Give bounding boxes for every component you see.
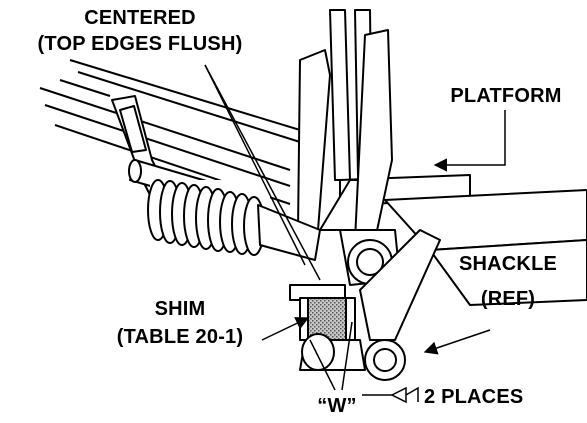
label-shackle-ref: (REF): [481, 288, 535, 310]
shackle-link: [359, 229, 441, 341]
label-centered: CENTERED: [84, 7, 196, 29]
guide-rails: [39, 59, 301, 205]
platform-upright: [329, 9, 351, 181]
label-shackle: SHACKLE: [459, 253, 557, 275]
weld-symbol: [390, 386, 419, 404]
label-shim: SHIM: [155, 298, 206, 320]
right-arm: [354, 29, 393, 241]
leader-lines: [204, 64, 506, 396]
label-shim-table: (TABLE 20-1): [117, 326, 243, 348]
label-weld-places: 2 PLACES: [424, 386, 523, 408]
label-weld-size: “W”: [317, 395, 356, 417]
label-platform: PLATFORM: [450, 85, 561, 107]
left-arm: [297, 49, 331, 231]
coil-spring: [147, 179, 270, 256]
label-top-edges-flush: (TOP EDGES FLUSH): [38, 33, 243, 55]
